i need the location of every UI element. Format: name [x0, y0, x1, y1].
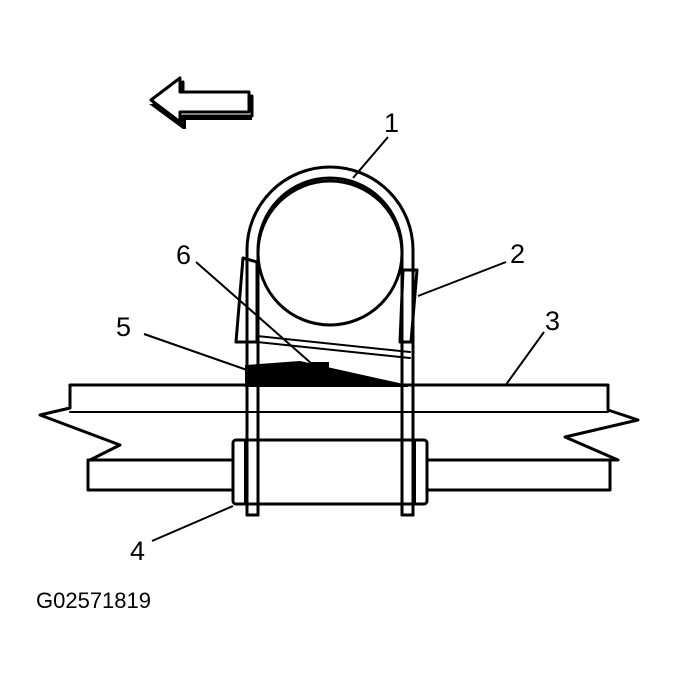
callout-2: 2: [510, 239, 525, 269]
callout-6: 6: [176, 240, 191, 270]
leader-lines: [143, 136, 545, 542]
u-bolt: [245, 165, 415, 517]
figure-id: G02571819: [36, 588, 151, 613]
callout-5: 5: [116, 312, 131, 342]
axle-tube: [256, 179, 404, 327]
callout-4: 4: [130, 536, 145, 566]
leaf-spring: [38, 383, 640, 492]
clamp-plate: [231, 438, 429, 506]
callout-3: 3: [545, 306, 560, 336]
center-bolt-head: [311, 362, 329, 374]
arrow-left-icon: [149, 76, 254, 129]
callout-1: 1: [384, 108, 399, 138]
